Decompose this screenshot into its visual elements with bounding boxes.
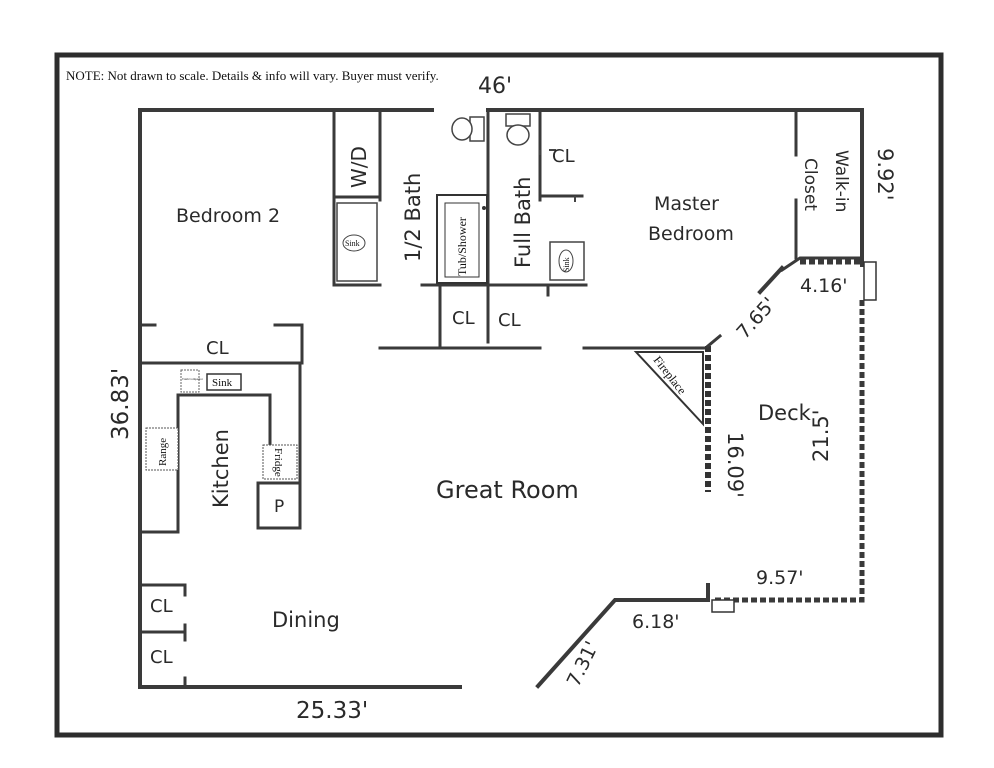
dim-deck-top: 4.16' xyxy=(800,275,848,297)
closet-label: CL xyxy=(150,596,173,617)
dim-deck-side: 21.5' xyxy=(809,409,833,462)
dim-deck-diagonal: 7.65' xyxy=(732,293,780,343)
svg-text:Fridge: Fridge xyxy=(272,448,284,477)
dim-fireplace-wall: 16.09' xyxy=(723,432,747,498)
closet-label: CL xyxy=(498,310,521,331)
dim-bottom-width: 25.33' xyxy=(296,698,368,724)
walkin-line1: Walk-in xyxy=(831,150,851,212)
room-great-room: Great Room xyxy=(436,476,579,504)
room-kitchen: Kitchen xyxy=(209,429,233,508)
walkin-line2: Closet xyxy=(800,158,820,211)
toilet-icon xyxy=(505,113,531,146)
dim-deck-bottom: 9.57' xyxy=(756,567,804,589)
wd-label: W/D xyxy=(347,146,371,188)
svg-text:Sink: Sink xyxy=(562,257,571,272)
closet-label: CL xyxy=(452,308,475,329)
svg-text:Range: Range xyxy=(157,438,169,466)
deck-boundary xyxy=(711,259,877,613)
room-full-bath: Full Bath xyxy=(511,177,535,268)
fridge: Fridge xyxy=(262,444,298,480)
closet-door-ticks xyxy=(539,149,576,202)
svg-text:Trash Compactor: Trash Compactor xyxy=(182,377,203,381)
dim-walkin-depth: 9.92' xyxy=(873,148,897,201)
dim-lower-step: 6.18' xyxy=(632,611,680,633)
sink-icon: Sink xyxy=(336,202,378,282)
pantry-label: P xyxy=(274,497,284,517)
dim-left-height: 36.83' xyxy=(108,368,134,440)
closet-label: CL xyxy=(150,647,173,668)
trash-compactor: Trash Compactor xyxy=(180,369,203,393)
disclaimer-note: NOTE: Not drawn to scale. Details & info… xyxy=(66,68,439,83)
room-master-line1: Master xyxy=(654,193,719,215)
closet-label: CL xyxy=(206,338,229,359)
room-deck: Deck xyxy=(758,401,812,425)
toilet-icon xyxy=(451,116,485,142)
tub-shower: Tub/Shower xyxy=(436,194,488,284)
closet-label: CL xyxy=(552,146,575,167)
sink-icon: Sink xyxy=(549,241,585,281)
room-dining: Dining xyxy=(272,608,340,632)
dim-lower-diagonal: 7.31' xyxy=(563,638,604,690)
room-half-bath: 1/2 Bath xyxy=(401,173,425,262)
svg-text:Tub/Shower: Tub/Shower xyxy=(455,217,469,276)
outer-frame xyxy=(54,52,944,738)
room-bedroom-2: Bedroom 2 xyxy=(176,205,280,227)
svg-text:Sink: Sink xyxy=(345,239,360,248)
exterior-walls xyxy=(138,108,864,689)
dim-top-width: 46' xyxy=(478,74,512,99)
range: Range xyxy=(145,427,179,471)
room-master-line2: Bedroom xyxy=(648,223,734,245)
kitchen-sink: Sink xyxy=(206,373,242,391)
fireplace: Fireplace xyxy=(633,351,704,427)
svg-text:Sink: Sink xyxy=(212,377,233,389)
